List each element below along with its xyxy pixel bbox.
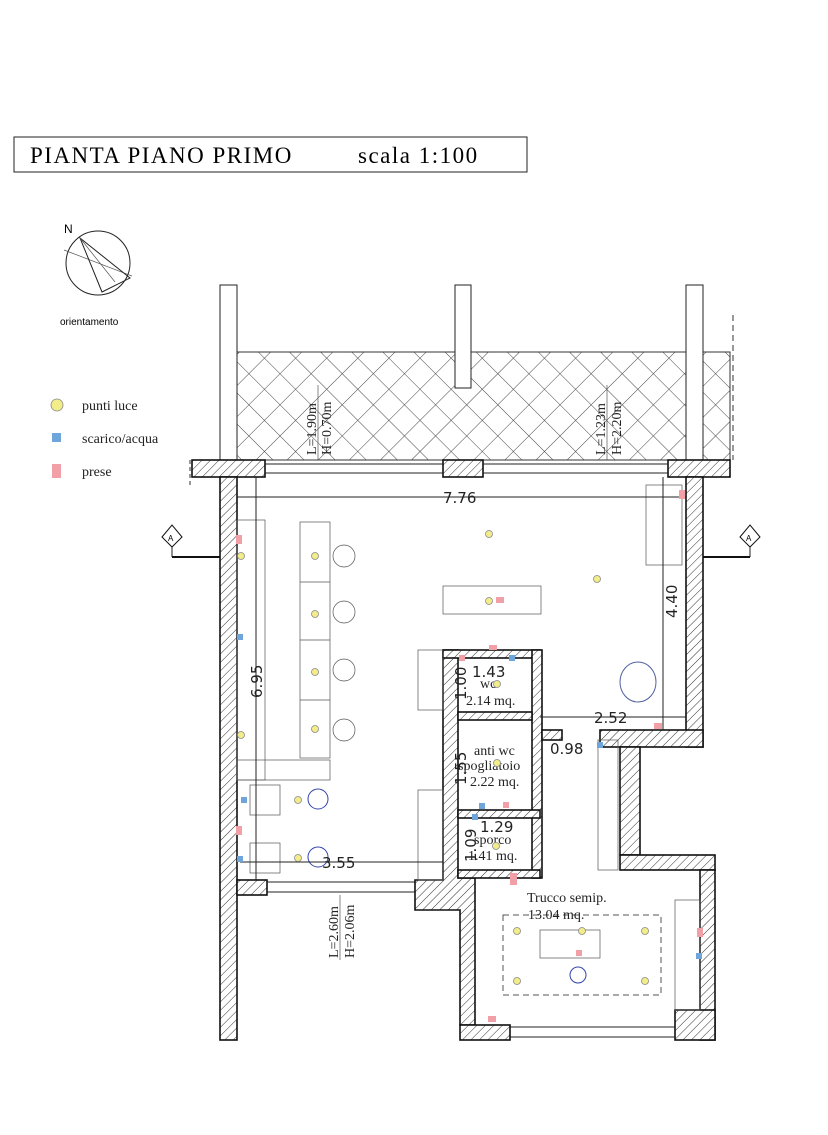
room-area-trucco: 13.04 mq.: [528, 908, 584, 923]
svg-text:H=0.70m: H=0.70m: [320, 401, 335, 455]
walls: [191, 459, 731, 1041]
dimension-wc-width: 1.43: [472, 663, 505, 681]
water-drain-icon: [52, 433, 61, 442]
dimension-wc-height: 1.00: [452, 667, 470, 700]
furniture: [236, 484, 701, 1011]
room-area-sporco: 1.41 mq.: [468, 849, 517, 864]
dimension-sporco-height: 1.09: [462, 829, 480, 862]
compass-label: orientamento: [60, 317, 119, 328]
section-marker: A: [161, 524, 183, 548]
dimension-corridor-b: 0.98: [550, 740, 583, 758]
column: [685, 284, 704, 461]
plan-title: PIANTA PIANO PRIMO: [30, 143, 293, 168]
legend-label: scarico/acqua: [82, 432, 159, 447]
dimension-height-main: 6.95: [248, 665, 266, 698]
svg-text:L=2.60m: L=2.60m: [327, 906, 342, 958]
legend-label: prese: [82, 465, 112, 480]
svg-text:A: A: [746, 534, 752, 543]
dimension-right-wall: 4.40: [663, 585, 681, 618]
light-points: [237, 530, 649, 985]
title-box: PIANTA PIANO PRIMO scala 1:100: [13, 136, 528, 173]
socket-points: [236, 490, 703, 1022]
plan-scale: scala 1:100: [358, 143, 479, 168]
room-name-anti-wc: anti wc: [474, 744, 515, 759]
section-marker: A: [739, 524, 761, 548]
socket-icon: [52, 464, 61, 478]
window-label: L=2.60m H=2.06m: [327, 904, 358, 958]
dimension-sporco-width: 1.29: [480, 818, 513, 836]
terrace: [236, 351, 731, 461]
window-label: L=1.90m H=0.70m: [305, 385, 335, 460]
legend: punti luce scarico/acqua prese: [50, 398, 159, 480]
svg-text:L=1.90m: L=1.90m: [305, 403, 320, 455]
dimension-bottom: 3.55: [322, 854, 355, 872]
room-name-sporco: sporco: [474, 833, 511, 848]
svg-text:H=2.06m: H=2.06m: [343, 904, 358, 958]
north-compass-icon: N orientamento: [60, 222, 133, 328]
room-area-wc: 2.14 mq.: [466, 694, 515, 709]
room-area-anti-wc: 2.22 mq.: [470, 775, 519, 790]
room-name-wc: wc: [480, 677, 496, 692]
light-point-icon: [50, 398, 64, 412]
column: [219, 284, 238, 461]
water-points: [237, 634, 702, 959]
dimension-lines: [171, 477, 751, 960]
dimension-width-main: 7.76: [443, 489, 476, 507]
svg-text:H=2.20m: H=2.20m: [610, 401, 625, 455]
window-label: L=1.23m H=2.20m: [594, 385, 625, 460]
dimension-anti-height: 1.55: [452, 752, 470, 785]
svg-text:L=1.23m: L=1.23m: [594, 403, 609, 455]
svg-text:A: A: [168, 534, 174, 543]
column: [454, 284, 472, 389]
dimension-corridor-a: 2.52: [594, 709, 627, 727]
compass-north-label: N: [64, 222, 73, 236]
legend-label: punti luce: [82, 399, 138, 414]
room-name-spogliatoio: spogliatoio: [458, 759, 520, 774]
room-name-trucco: Trucco semip.: [527, 891, 607, 906]
